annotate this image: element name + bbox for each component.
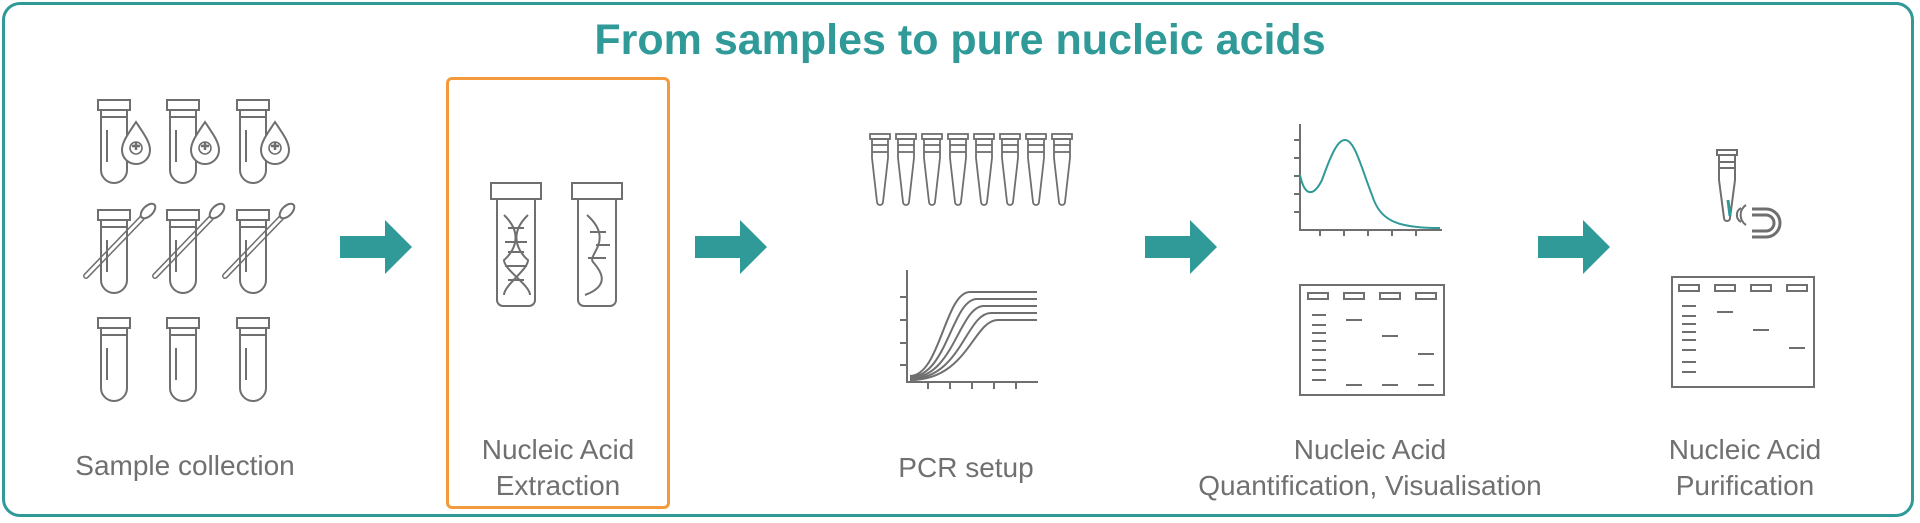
gel-icon [1299,284,1445,396]
gel-icon [1671,276,1815,388]
arrow-right-icon [1145,220,1217,274]
step-label-pcr-setup: PCR setup [898,452,1034,483]
sample-tubes-icon [86,99,297,402]
step-label-sample-collection: Sample collection [75,450,295,481]
arrow-right-icon [1538,220,1610,274]
arrow-right-icon [695,220,767,274]
extraction-highlight-box [446,77,670,509]
magnet-tube-icon [1716,149,1782,239]
spectrum-peak-icon [1294,124,1442,236]
dna-tubes-icon [490,182,623,307]
amplification-curves-icon [900,270,1038,389]
step-label-purification: Nucleic Acid Purification [1668,434,1822,501]
diagram-title: From samples to pure nucleic acids [594,16,1326,64]
pcr-strip-icon [869,133,1073,206]
arrow-right-icon [340,220,412,274]
step-label-quantification: Nucleic Acid Quantification, Visualisati… [1198,434,1542,501]
step-label-extraction: Nucleic Acid Extraction [481,434,635,501]
